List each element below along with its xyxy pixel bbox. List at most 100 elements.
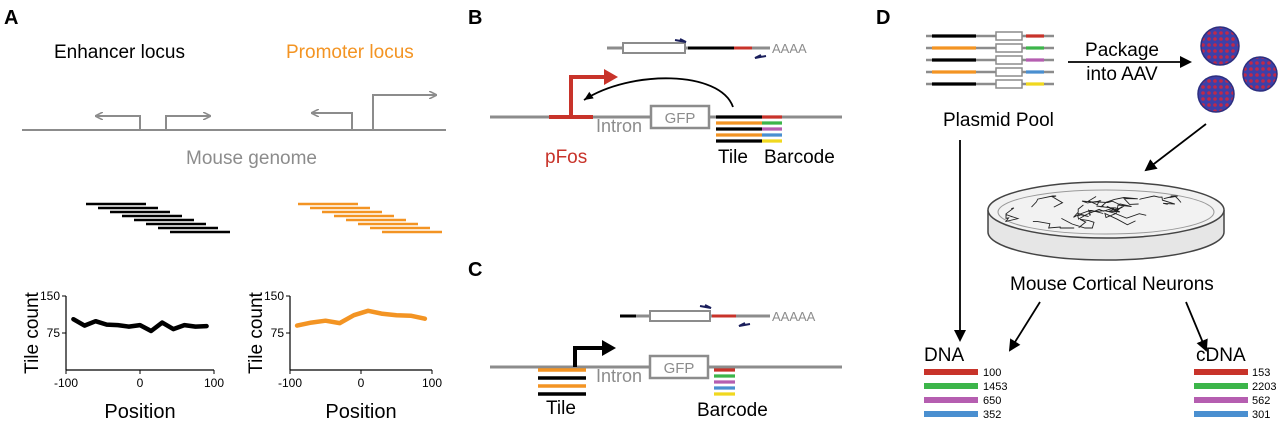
cdna-label: cDNA — [1196, 345, 1246, 366]
panel-c-label: C — [468, 259, 482, 281]
x-axis-label: Position — [104, 401, 175, 423]
barcode-label: Barcode — [697, 400, 768, 421]
tile-label: Tile — [718, 147, 748, 168]
x-tick-label: 0 — [137, 376, 144, 390]
gfp-label: GFP — [665, 110, 696, 127]
dna-count: 1453 — [983, 381, 1007, 393]
polya-label: AAAAA — [772, 309, 816, 324]
dna-bar — [924, 397, 978, 403]
plasmid-gfp-box — [995, 79, 1023, 89]
minimal-promoter-arrowhead — [602, 340, 616, 356]
dna-label: DNA — [924, 345, 964, 366]
panel-b: B AAAA GFP Intron pFos Tile Barcode — [468, 7, 842, 168]
aav-virion-icon — [1200, 26, 1240, 66]
primer-reverse-icon — [738, 322, 751, 327]
x-tick-label: -100 — [54, 376, 78, 390]
dna-count: 650 — [983, 395, 1001, 407]
plasmid-gfp-box — [995, 55, 1023, 65]
construct-tile-stack — [538, 368, 586, 396]
y-axis-label: Tile count — [246, 291, 267, 373]
x-axis-label: Position — [325, 401, 396, 423]
tile-label: Tile — [546, 398, 576, 419]
series-line — [71, 316, 209, 334]
aav-virion-icon — [1242, 56, 1278, 92]
panel-b-label: B — [468, 7, 482, 29]
cdna-bar — [1194, 383, 1248, 389]
series-line — [294, 308, 428, 328]
x-tick-label: 100 — [204, 376, 224, 390]
package-label-line2: into AAV — [1086, 64, 1158, 85]
cdna-bar — [1194, 411, 1248, 417]
dna-barcode-counts: 100 1453 650 352 — [924, 367, 1007, 421]
x-tick-label: 100 — [422, 376, 442, 390]
panel-a-label: A — [4, 7, 18, 29]
primer-forward-icon — [699, 304, 712, 309]
splice-arrow — [583, 77, 734, 108]
enhancer-right-arrow — [165, 116, 210, 130]
promoter-locus-label: Promoter locus — [286, 42, 414, 63]
package-label-line1: Package — [1085, 40, 1159, 61]
panel-c: C AAAAA GFP Intron Tile Barcode — [468, 259, 842, 421]
enhancer-tiles — [86, 202, 230, 234]
x-tick-label: -100 — [278, 376, 302, 390]
cdna-count: 301 — [1252, 409, 1270, 421]
intron-label: Intron — [596, 116, 642, 136]
y-tick-label: 75 — [271, 326, 285, 340]
promoter-left-arrow — [312, 113, 353, 130]
barcode-label: Barcode — [764, 147, 835, 168]
cdna-count: 2203 — [1252, 381, 1276, 393]
minimal-promoter-arrow — [573, 346, 606, 367]
plasmid-gfp-box — [995, 43, 1023, 53]
dna-bar — [924, 383, 978, 389]
pfos-promoter-arrow — [569, 75, 608, 117]
neurons-to-dna-arrow — [1008, 301, 1041, 352]
panel-d-label: D — [876, 7, 890, 29]
panel-a: A Enhancer locus Promoter locus Mouse ge… — [4, 7, 446, 423]
enhancer-left-arrow — [96, 116, 141, 130]
enhancer-locus-label: Enhancer locus — [54, 42, 185, 63]
promoter-tiles — [298, 202, 442, 234]
y-tick-label: 75 — [47, 326, 61, 340]
intron-label: Intron — [596, 366, 642, 386]
pfos-label: pFos — [545, 147, 587, 168]
gfp-box — [649, 104, 711, 130]
cdna-count: 153 — [1252, 367, 1270, 379]
pfos-arrowhead — [604, 69, 618, 85]
plasmid-gfp-box — [995, 31, 1023, 41]
plasmid-pool — [926, 31, 1054, 89]
plasmid-pool-label: Plasmid Pool — [943, 110, 1054, 131]
construct-barcode-stack — [714, 368, 735, 396]
mouse-genome-label: Mouse genome — [186, 148, 317, 169]
y-tick-label: 150 — [40, 289, 60, 303]
x-tick-label: 0 — [358, 376, 365, 390]
transcript-gfp-box — [649, 310, 711, 322]
primer-reverse-icon — [754, 54, 767, 59]
gfp-label: GFP — [664, 360, 695, 377]
dna-count: 100 — [983, 367, 1001, 379]
panel-d: D Plasmid Pool Package into AAV Mouse Co… — [876, 7, 1278, 421]
cdna-bar — [1194, 397, 1248, 403]
dna-count: 352 — [983, 409, 1001, 421]
primer-forward-icon — [674, 38, 687, 43]
y-axis-label: Tile count — [22, 291, 43, 373]
gfp-box — [648, 354, 710, 380]
transcript-gfp-box — [622, 42, 686, 54]
culture-dish-icon — [987, 181, 1225, 261]
construct-barcode-stack — [762, 115, 782, 143]
aav-virion-icon — [1197, 75, 1235, 113]
y-tick-label: 150 — [264, 289, 284, 303]
dna-bar — [924, 411, 978, 417]
dna-bar — [924, 369, 978, 375]
infect-arrow — [1144, 123, 1207, 172]
cdna-count: 562 — [1252, 395, 1270, 407]
polya-label: AAAA — [772, 41, 807, 56]
cdna-bar — [1194, 369, 1248, 375]
cdna-barcode-counts: 153 2203 562 301 — [1194, 367, 1276, 421]
neurons-to-cdna-arrow — [1185, 301, 1208, 352]
mouse-cortical-neurons-label: Mouse Cortical Neurons — [1010, 274, 1214, 295]
plasmid-gfp-box — [995, 67, 1023, 77]
promoter-right-arrow — [372, 95, 436, 130]
